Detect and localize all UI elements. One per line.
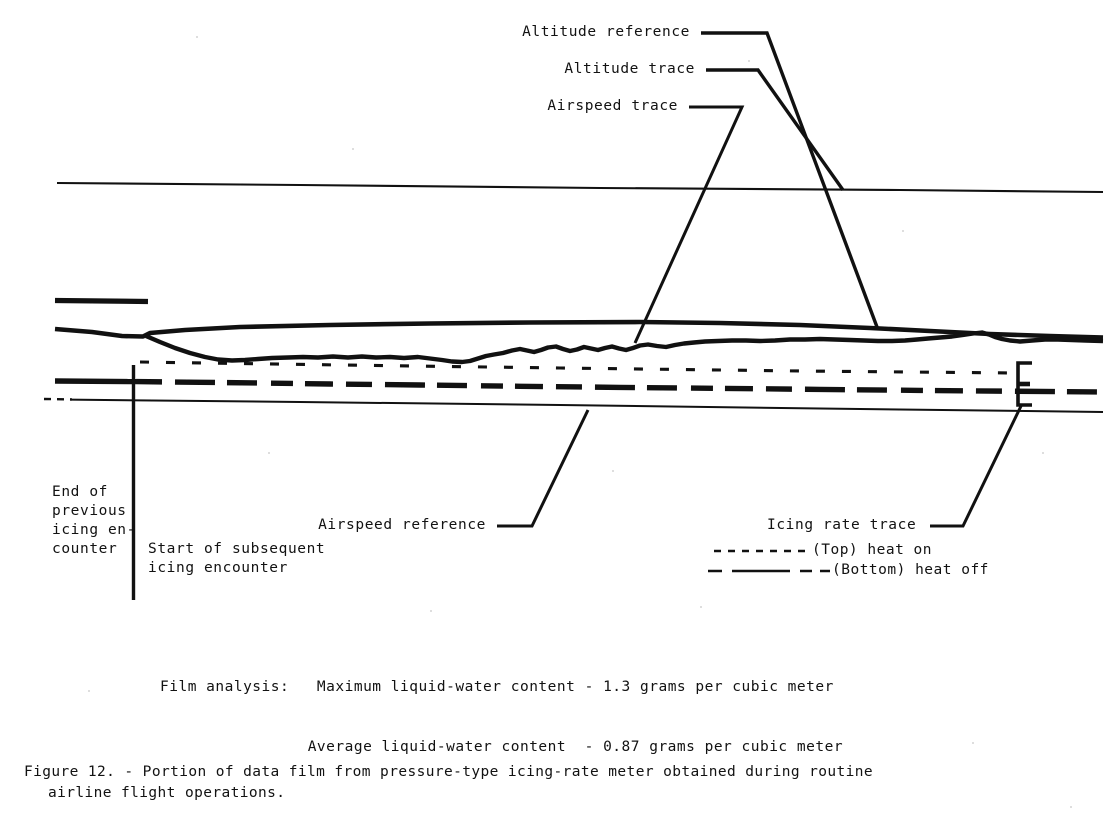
leader-altitude-trace <box>706 68 845 191</box>
scan-speckle <box>1070 806 1072 808</box>
leader-altitude-reference <box>701 31 879 328</box>
scan-speckle <box>748 60 750 62</box>
trace-altitude-reference <box>56 181 1104 194</box>
film-analysis-row2-label: Average liquid-water content <box>307 739 567 755</box>
leader-airspeed-reference <box>497 409 590 528</box>
film-analysis-row-1: Film analysis: Maximum liquid-water cont… <box>160 677 843 697</box>
film-analysis-row2-dash: - <box>584 739 594 755</box>
leader-airspeed-trace <box>633 105 745 344</box>
marker-end-previous-line-3: icing en- <box>52 522 136 538</box>
marker-top-short-dash <box>54 297 149 305</box>
callout-airspeed-trace: Airspeed trace <box>547 98 678 114</box>
film-analysis-title: Film analysis: <box>160 679 290 695</box>
trace-icing-rate-heat-off-solid <box>54 378 137 385</box>
film-analysis-row1-units: grams per cubic meter <box>640 679 834 695</box>
callout-altitude-trace: Altitude trace <box>564 61 695 77</box>
scan-speckle <box>352 148 354 150</box>
callout-altitude-reference: Altitude reference <box>522 24 690 40</box>
marker-end-previous-line-1: End of <box>52 484 108 500</box>
marker-start-subsequent-line-2: icing encounter <box>148 560 288 576</box>
legend-label-heat-on: (Top) heat on <box>812 542 932 558</box>
scan-speckle <box>196 36 198 38</box>
figure-caption-line-1: Figure 12. - Portion of data film from p… <box>24 764 874 780</box>
film-analysis-row-2: Average liquid-water content - 0.87 gram… <box>160 737 843 757</box>
film-analysis-row2-value: 0.87 <box>603 739 640 755</box>
marker-end-previous-line-2: previous <box>52 503 127 519</box>
trace-altitude <box>54 319 1104 340</box>
legend-label-heat-off: (Bottom) heat off <box>832 562 989 578</box>
scan-speckle <box>268 452 270 454</box>
trace-airspeed <box>145 330 1104 365</box>
film-analysis-row1-label: Maximum liquid-water content <box>316 679 576 695</box>
film-analysis-row1-value: 1.3 <box>603 679 631 695</box>
marker-end-previous-line-4: counter <box>52 541 118 557</box>
callout-airspeed-reference: Airspeed reference <box>318 517 486 533</box>
trace-airspeed-reference <box>69 398 1104 413</box>
figure-caption-line-2: airline flight operations. <box>48 785 286 801</box>
film-analysis-row2-units: grams per cubic meter <box>649 739 844 755</box>
marker-start-subsequent-line-1: Start of subsequent <box>148 541 326 557</box>
scan-speckle <box>430 610 432 612</box>
scan-speckle <box>700 606 702 608</box>
scan-speckle <box>972 742 974 744</box>
callout-icing-rate-trace: Icing rate trace <box>767 517 917 533</box>
scan-speckle <box>1042 452 1044 454</box>
trace-icing-rate-heat-off-dashed <box>135 378 1104 395</box>
scan-speckle <box>902 230 904 232</box>
leader-icing-rate-trace <box>930 403 1024 528</box>
film-analysis-block: Film analysis: Maximum liquid-water cont… <box>160 637 843 797</box>
film-analysis-row1-dash: - <box>584 679 594 695</box>
scan-speckle <box>612 470 614 472</box>
scan-speckle <box>88 690 90 692</box>
trace-icing-rate-heat-on <box>139 360 1016 375</box>
